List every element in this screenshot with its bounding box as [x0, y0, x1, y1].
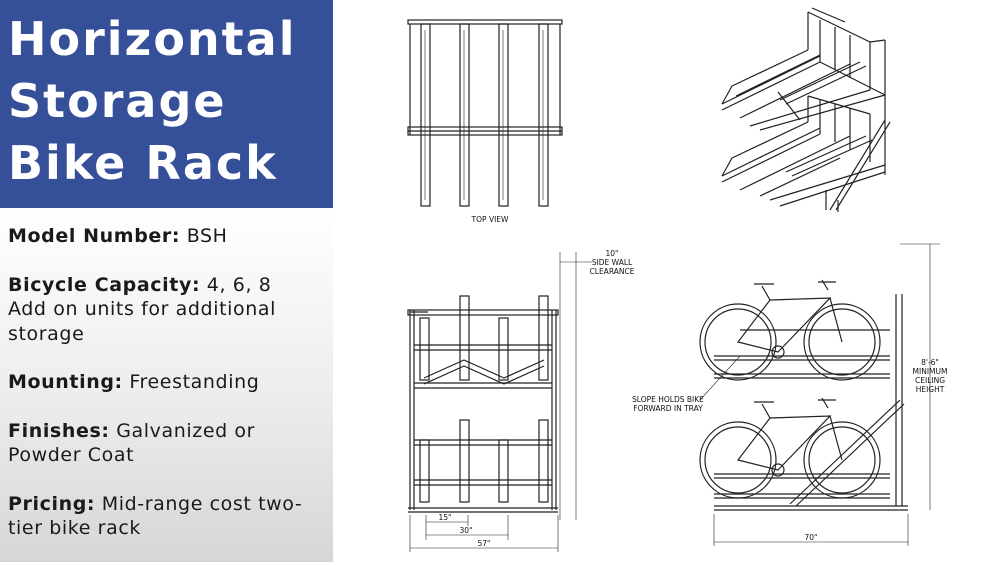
clearance-label-line-2: SIDE WALL [592, 258, 633, 267]
spec-value: Mid-range cost two-tier bike rack [8, 492, 303, 540]
slope-note-line-1: SLOPE HOLDS BIKE [632, 395, 704, 404]
top-view-label: TOP VIEW [471, 215, 509, 224]
spec-label: Bicycle Capacity: [8, 273, 201, 296]
spec-model-number: Model Number: BSH [8, 224, 328, 249]
dimension-30: 30" [460, 526, 473, 535]
spec-value: BSH [186, 225, 228, 247]
clearance-label-line-1: 10" [606, 249, 619, 258]
spec-pricing: Pricing: Mid-range cost two-tier bike ra… [8, 492, 328, 541]
technical-drawings: TOP VIEW [407, 7, 948, 552]
specs-panel: Model Number: BSH Bicycle Capacity: 4, 6… [0, 208, 333, 562]
spec-value: 4, 6, 8 Add on units for additional stor… [8, 273, 277, 345]
spec-list: Model Number: BSH Bicycle Capacity: 4, 6… [8, 224, 328, 565]
title-line-3: Bike Rack [8, 136, 278, 190]
top-view-drawing [407, 19, 563, 207]
front-view-drawing [407, 252, 592, 552]
side-view-drawing [699, 243, 940, 546]
spec-value: Galvanized or Powder Coat [8, 419, 256, 467]
spec-label: Model Number: [8, 225, 181, 247]
dimension-57: 57" [478, 539, 491, 548]
title-line-1: Horizontal [8, 12, 297, 66]
dimension-15: 15" [439, 513, 452, 522]
spec-capacity: Bicycle Capacity: 4, 6, 8 Add on units f… [8, 273, 328, 347]
dimension-70: 70" [805, 533, 818, 542]
slope-note-line-2: FORWARD IN TRAY [633, 404, 703, 413]
title-line-2: Storage [8, 74, 227, 128]
spec-label: Pricing: [8, 492, 96, 515]
clearance-label-line-3: CLEARANCE [590, 267, 635, 276]
ceiling-label-line-4: HEIGHT [916, 385, 945, 394]
spec-value: Freestanding [129, 371, 260, 393]
ceiling-label-line-2: MINIMUM [913, 367, 948, 376]
ceiling-label-line-3: CEILING [915, 376, 945, 385]
title-panel: Horizontal Storage Bike Rack [0, 0, 333, 208]
spec-mounting: Mounting: Freestanding [8, 370, 328, 395]
page-title: Horizontal Storage Bike Rack [8, 8, 296, 194]
spec-label: Finishes: [8, 419, 110, 442]
spec-label: Mounting: [8, 371, 123, 393]
isometric-drawing [721, 7, 891, 212]
spec-finishes: Finishes: Galvanized or Powder Coat [8, 419, 328, 468]
ceiling-label-line-1: 8'-6" [921, 358, 939, 367]
